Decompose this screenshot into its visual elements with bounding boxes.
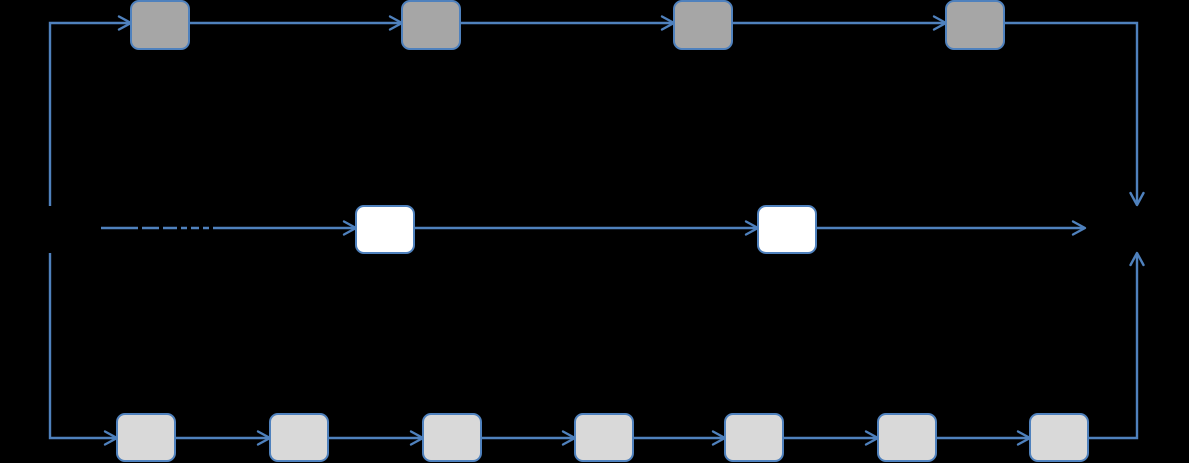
bottom-node-5	[724, 413, 784, 462]
connectors	[48, 15, 1145, 446]
bottom-row	[116, 413, 1089, 462]
bottom-node-1	[116, 413, 176, 462]
connector-left-spine-to-bottom-node-1	[48, 253, 119, 446]
top-node-3	[673, 0, 733, 50]
bottom-node-7	[1029, 413, 1089, 462]
top-row	[130, 0, 1005, 50]
bottom-node-2	[269, 413, 329, 462]
bottom-node-6	[877, 413, 937, 462]
nodes	[116, 0, 1089, 462]
bottom-node-4	[574, 413, 634, 462]
connector-top-row-to-right-junction	[1004, 21, 1145, 207]
connector-left-spine-to-top-node-1	[48, 15, 133, 206]
middle-node-1	[355, 205, 415, 254]
top-node-1	[130, 0, 190, 50]
middle-node-2	[757, 205, 817, 254]
top-node-4	[945, 0, 1005, 50]
middle-row	[355, 205, 817, 254]
connector-bottom-row-to-right-junction	[1088, 251, 1145, 440]
bottom-node-3	[422, 413, 482, 462]
top-node-2	[401, 0, 461, 50]
